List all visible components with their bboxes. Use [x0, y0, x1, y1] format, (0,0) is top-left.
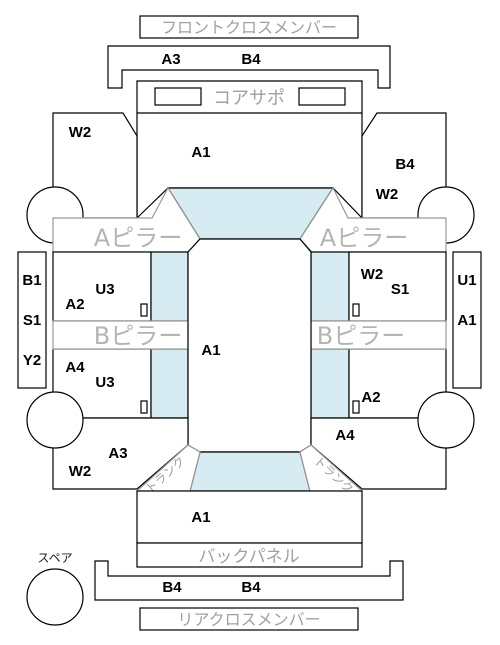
rear-left-fender [52, 417, 189, 490]
trunk-lid [136, 490, 363, 544]
rear-cross-member-box [139, 607, 359, 631]
front-cross-member-box [139, 15, 359, 39]
front-right-door-handle [352, 303, 360, 317]
spare-label: スペア [37, 551, 72, 565]
front-left-door-handle [140, 303, 148, 317]
b-pillar-left [52, 320, 189, 350]
front-cross-member [107, 45, 391, 89]
core-support-label: コアサポ [213, 88, 285, 109]
rear-left-door-code-b: U3 [95, 374, 114, 391]
rear-left-fender-code-bottom: W2 [69, 463, 92, 480]
b-pillar-left-label: Bピラー [94, 322, 182, 350]
front-member-code-left: A3 [161, 51, 180, 68]
front-right-fender-code-bottom: W2 [376, 186, 399, 203]
front-right-door-code-b: S1 [391, 281, 409, 298]
right-side-strip [452, 251, 482, 389]
left-strip-code-3: Y2 [23, 352, 41, 369]
rear-right-wheel [417, 391, 475, 449]
front-left-door [52, 251, 152, 322]
front-left-door-code-b: U3 [95, 281, 114, 298]
rear-cross-member [94, 560, 404, 601]
back-panel [136, 542, 363, 568]
rear-member-code-right: B4 [241, 579, 261, 596]
rear-left-wheel [26, 391, 84, 449]
front-cross-member-label: フロントクロスメンバー [161, 18, 337, 37]
spare-tire [26, 568, 84, 626]
front-right-window [310, 251, 350, 322]
front-left-window [150, 251, 189, 322]
left-side-strip [17, 251, 47, 389]
front-right-door [348, 251, 447, 322]
roof-code: A1 [201, 342, 220, 359]
back-panel-label: バックパネル [198, 547, 299, 567]
rear-right-window [310, 348, 350, 419]
front-left-fender-code: W2 [69, 124, 92, 141]
rear-right-door-code: A2 [361, 389, 380, 406]
trunk-lid-code: A1 [191, 509, 210, 526]
rear-window [189, 451, 311, 492]
rear-right-door-handle [352, 400, 360, 414]
right-strip-code-2: A1 [457, 312, 476, 329]
front-right-door-code-a: W2 [361, 266, 384, 283]
rear-member-code-left: B4 [162, 579, 182, 596]
a-pillar-right-label: Aピラー [320, 224, 408, 252]
rear-cross-member-label: リアクロスメンバー [177, 610, 320, 629]
core-support-left-slot [154, 87, 202, 106]
core-support-right-slot [298, 87, 346, 106]
right-strip-code-1: U1 [457, 272, 476, 289]
b-pillar-right [310, 320, 447, 350]
front-left-door-code-a: A2 [65, 296, 84, 313]
rear-left-door-code-a: A4 [65, 359, 85, 376]
rear-left-fender-code-top: A3 [108, 445, 127, 462]
b-pillar-right-label: Bピラー [317, 322, 405, 350]
rear-left-door-handle [140, 400, 148, 414]
hood-code: A1 [191, 144, 210, 161]
left-strip-code-2: S1 [23, 312, 41, 329]
left-strip-code-1: B1 [22, 272, 41, 289]
front-member-code-right: B4 [241, 51, 261, 68]
rear-left-window [150, 348, 189, 419]
front-right-fender-code-top: B4 [395, 156, 415, 173]
a-pillar-left-label: Aピラー [94, 224, 182, 252]
rear-right-fender-code: A4 [335, 427, 355, 444]
